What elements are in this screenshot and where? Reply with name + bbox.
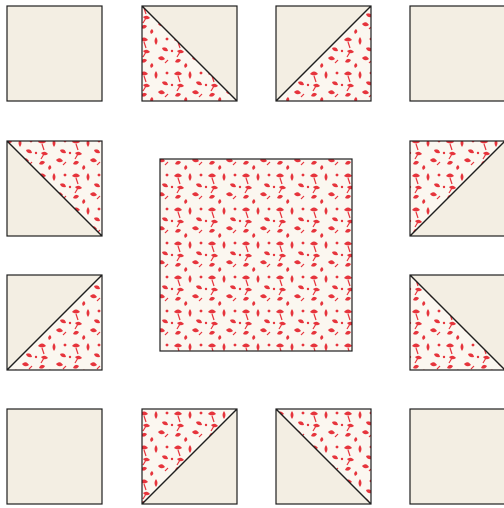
- quilt-block-r3c4: [410, 275, 504, 370]
- quilt-block-r3c1: [7, 275, 102, 370]
- quilt-block-r4c4: [410, 409, 504, 504]
- quilt-block-r1c1: [7, 6, 102, 101]
- quilt-block-r1c3: [276, 6, 371, 101]
- quilt-block-r4c1: [7, 409, 102, 504]
- quilt-block-r2c1: [7, 141, 102, 236]
- quilt-block-r4c2: [142, 409, 237, 504]
- quilt-block-r4c3: [276, 409, 371, 504]
- quilt-block-center: [160, 159, 352, 351]
- quilt-block-r1c2: [142, 6, 237, 101]
- quilt-block-r1c4: [410, 6, 504, 101]
- quilt-block-r2c4: [410, 141, 504, 236]
